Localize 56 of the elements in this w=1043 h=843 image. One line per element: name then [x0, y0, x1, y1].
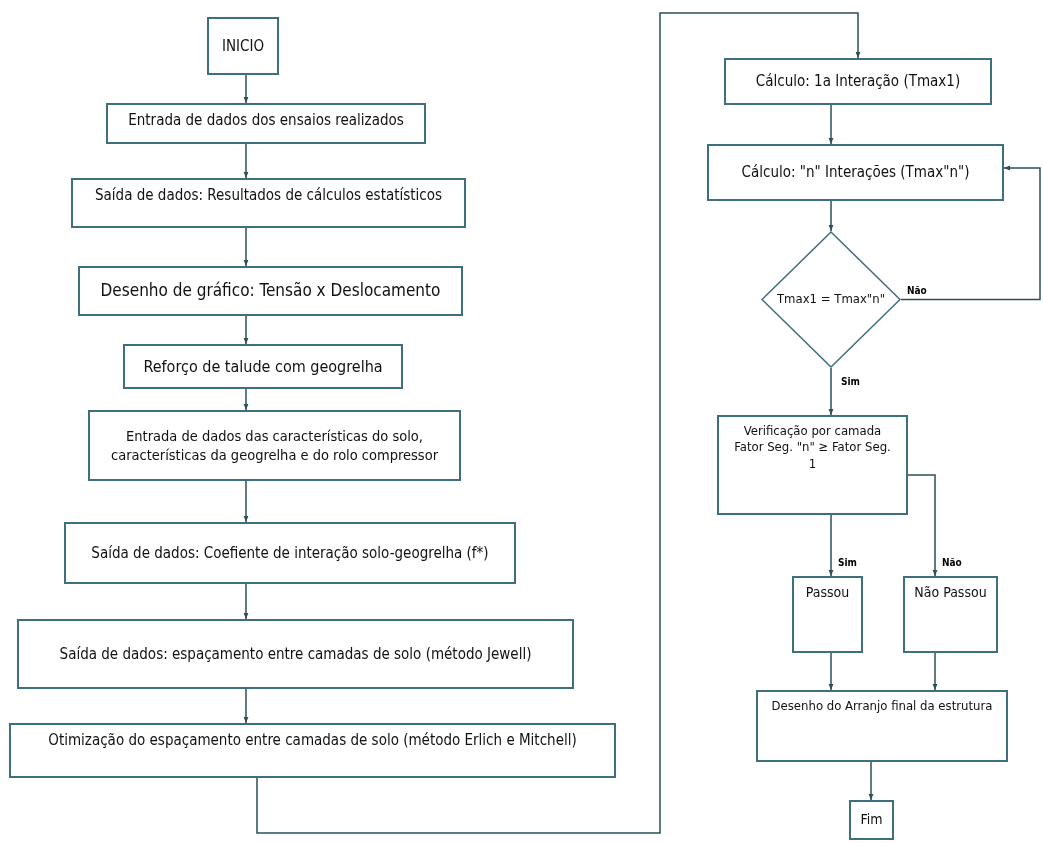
node-text: Não Passou: [914, 584, 987, 602]
arrow: [243, 388, 249, 411]
process-box: [78, 266, 463, 316]
edge-label: Sim: [837, 557, 858, 569]
node-text: Saída de dados: Resultados de cálculos estatísticos: [94, 186, 442, 205]
node-text: Desenho de gráfico: Tensão x Deslocamento: [100, 280, 441, 302]
node-text: INICIO: [221, 36, 265, 56]
process-box: [64, 522, 516, 584]
process-box: [88, 410, 461, 481]
arrow: [932, 652, 938, 691]
node-text: Saída de dados: Coefiente de interação solo-geogrelha (f*): [91, 543, 489, 563]
process-box: [717, 415, 908, 515]
arrow: [900, 165, 1041, 301]
arrow: [243, 143, 249, 179]
node-text: Saída de dados: espaçamento entre camadas de solo (método Jewell): [59, 644, 532, 664]
arrow: [243, 315, 249, 345]
edge-label: Não: [906, 285, 928, 297]
terminal-box: [849, 800, 894, 840]
process-box: [106, 103, 426, 144]
arrow: [243, 480, 249, 523]
process-box: [724, 58, 992, 105]
process-box: [756, 690, 1008, 762]
node-text: Fim: [860, 811, 883, 829]
arrow: [243, 583, 249, 620]
edge-label: Sim: [840, 376, 861, 388]
arrow: [243, 688, 249, 724]
node-text: Cálculo: 1a Interação (Tmax1): [755, 72, 961, 91]
arrow: [828, 104, 834, 145]
process-box: [9, 723, 616, 778]
arrow: [828, 367, 834, 416]
arrow: [828, 514, 834, 577]
decision-diamond: [761, 231, 901, 368]
decision-text: Tmax1 = Tmax"n": [776, 291, 886, 308]
arrow: [256, 12, 861, 834]
node-text: Reforço de talude com geogrelha: [143, 356, 383, 377]
process-box: [17, 619, 574, 689]
arrow: [868, 761, 874, 801]
node-text: Desenho do Arranjo final da estrutura: [771, 698, 993, 715]
terminal-box: [207, 17, 279, 75]
arrow: [828, 200, 834, 232]
arrow: [828, 652, 834, 691]
process-box: [707, 144, 1004, 201]
node-text: Cálculo: "n" Interações (Tmax"n"): [741, 163, 970, 182]
node-text: Entrada de dados das características do solo, características da geogrelha e do rolo compressor: [109, 427, 439, 464]
arrow: [243, 227, 249, 267]
arrow: [243, 74, 249, 104]
process-box: [123, 344, 403, 389]
edge-label: Não: [941, 557, 963, 569]
node-text: Entrada de dados dos ensaios realizados: [128, 111, 404, 130]
node-text: Otimização do espaçamento entre camadas de solo (método Erlich e Mitchell): [48, 731, 577, 750]
process-box: [792, 576, 863, 653]
node-text: Verificação por camada Fator Seg. "n" ≥ Fator Seg. 1: [733, 423, 892, 472]
process-box: [71, 178, 466, 228]
arrow: [907, 474, 938, 577]
node-text: Passou: [805, 584, 850, 602]
process-box: [903, 576, 998, 653]
